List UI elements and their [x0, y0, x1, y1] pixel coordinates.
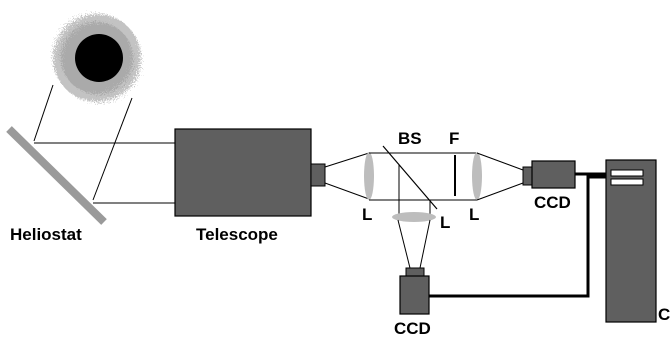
sun-disk — [75, 34, 123, 82]
label-beam-splitter: BS — [398, 129, 422, 148]
label-lens-2: L — [440, 213, 450, 232]
lens-1 — [364, 152, 374, 200]
label-filter: F — [449, 129, 459, 148]
lens-3 — [472, 152, 482, 200]
sun-with-corona — [53, 14, 141, 102]
label-lens-1: L — [362, 205, 372, 224]
computer-tower — [605, 159, 657, 323]
ccd-right-adapter — [522, 166, 533, 186]
beam-converge-top — [324, 152, 370, 168]
ccd-bottom-camera — [399, 275, 430, 315]
label-ccd-bottom: CCD — [394, 319, 431, 338]
computer-drive-bay-1 — [610, 169, 644, 177]
label-ccd-right: CCD — [534, 193, 571, 212]
ccd-right-camera — [531, 160, 576, 189]
label-heliostat: Heliostat — [10, 225, 82, 244]
telescope-body — [174, 128, 312, 217]
sun-ray-right — [92, 97, 133, 201]
beam-ccd-bottom-right — [419, 219, 431, 269]
computer-drive-bay-2 — [610, 178, 644, 186]
lens-2 — [392, 212, 436, 222]
beam-ccd-right-top — [476, 152, 524, 171]
label-telescope: Telescope — [196, 225, 278, 244]
sun-ray-left — [33, 84, 54, 142]
beam-ccd-bottom-left — [397, 219, 411, 269]
label-lens-3: L — [469, 205, 479, 224]
beam-splitter — [382, 145, 438, 210]
heliostat-mirror — [6, 126, 107, 225]
beam-ccd-right-bottom — [476, 182, 524, 201]
telescope-eyepiece — [310, 163, 326, 187]
cable-ccd-bottom — [429, 175, 606, 298]
beam-converge-bottom — [324, 182, 370, 200]
label-computer: C — [658, 305, 670, 324]
ccd-bottom-adapter — [405, 267, 425, 277]
